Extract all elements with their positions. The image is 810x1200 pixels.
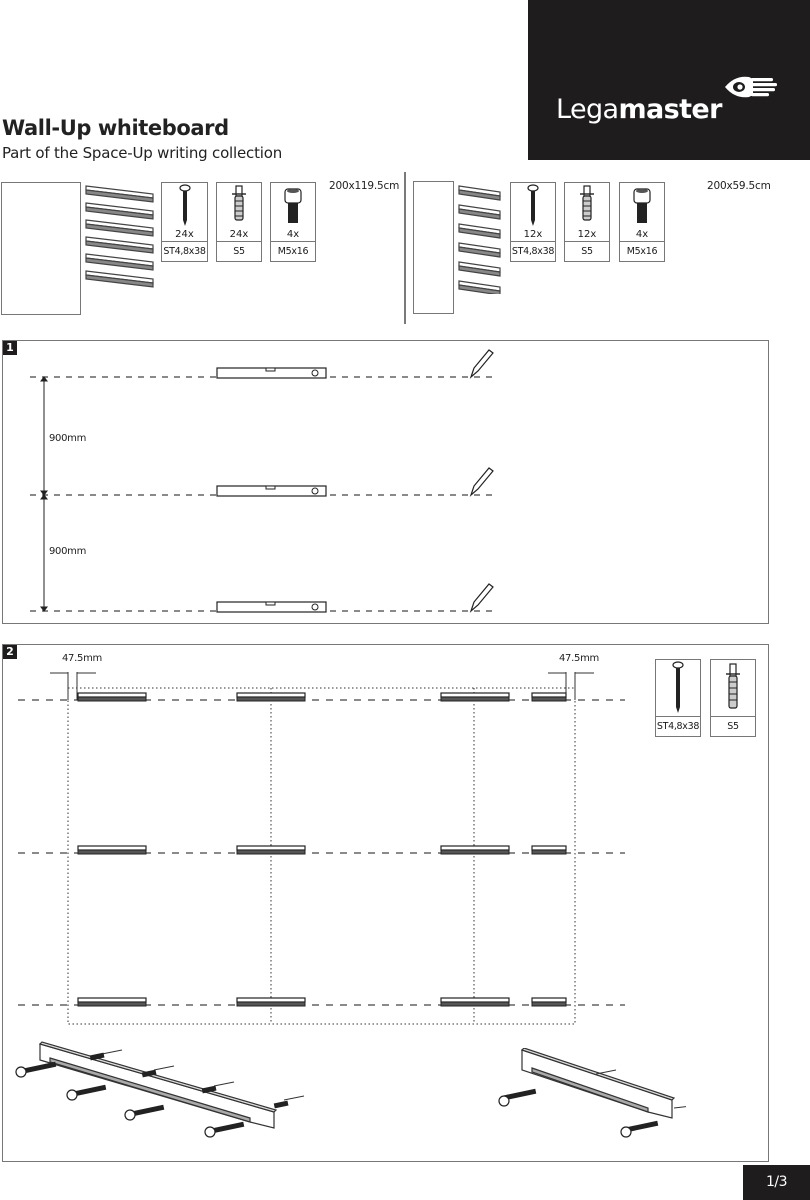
part-qty: 24x (175, 229, 194, 240)
step-1-frame (2, 340, 769, 624)
logo-text-bold: master (618, 94, 722, 125)
part-label: ST4,8x38 (162, 241, 207, 261)
spacing-label-lower: 900mm (49, 546, 87, 557)
rail-set-icon (458, 184, 502, 294)
document-subtitle: Part of the Space-Up writing collection (2, 144, 282, 162)
pencil-icon (469, 349, 494, 613)
wall-plug-icon (217, 183, 261, 229)
spirit-level-icon (216, 367, 327, 613)
kit-divider (404, 172, 406, 324)
offset-right-label: 47.5mm (559, 653, 599, 664)
whiteboard-panel-small (413, 181, 454, 314)
part-qty: 24x (229, 229, 249, 240)
document-title: Wall-Up whiteboard (2, 116, 229, 140)
part-wall-plug: 24x S5 (216, 182, 262, 262)
part-qty: 4x (286, 229, 300, 240)
part-label: S5 (565, 241, 609, 261)
bolt-icon (620, 183, 664, 229)
part-qty: 4x (635, 229, 649, 240)
logo-text-light: Lega (556, 94, 619, 125)
part-wall-plug: 12x S5 (564, 182, 610, 262)
part-screw: 12x ST4,8x38 (510, 182, 556, 262)
step-1-number: 1 (3, 341, 17, 355)
part-label: M5x16 (271, 241, 315, 261)
part-qty: 12x (523, 229, 543, 240)
offset-left-label: 47.5mm (62, 653, 102, 664)
wall-plug-icon (565, 183, 609, 229)
screw-icon (656, 660, 700, 716)
part-label: ST4,8x38 (511, 241, 555, 261)
step-2-part-wall-plug: S5 (710, 659, 756, 737)
rail-assembly-short-illustration (496, 1048, 686, 1148)
rail-set-icon (85, 184, 155, 294)
screw-icon (162, 183, 207, 229)
bolt-icon (271, 183, 315, 229)
part-bolt: 4x M5x16 (270, 182, 316, 262)
step-2-number: 2 (3, 645, 17, 659)
part-label: ST4,8x38 (656, 716, 700, 736)
part-qty: 12x (577, 229, 597, 240)
step-2-layout-diagram (0, 644, 640, 1034)
step-2-part-screw: ST4,8x38 (655, 659, 701, 737)
part-label: S5 (217, 241, 261, 261)
brand-logo: Legamaster (556, 94, 722, 125)
part-screw: 24x ST4,8x38 (161, 182, 208, 262)
screw-icon (511, 183, 555, 229)
whiteboard-panel-large (1, 182, 81, 315)
eye-hand-icon (723, 73, 779, 101)
part-bolt: 4x M5x16 (619, 182, 665, 262)
wall-plug-icon (711, 660, 755, 716)
part-label: M5x16 (620, 241, 664, 261)
kit-size-label: 200x59.5cm (707, 180, 771, 192)
part-label: S5 (711, 716, 755, 736)
rail-assembly-long-illustration (14, 1040, 314, 1140)
rail-icon (77, 692, 567, 1007)
step-1-diagram (0, 340, 520, 622)
spacing-label-upper: 900mm (49, 433, 87, 444)
kit-size-label: 200x119.5cm (329, 180, 400, 192)
page-indicator: 1/3 (743, 1165, 810, 1200)
